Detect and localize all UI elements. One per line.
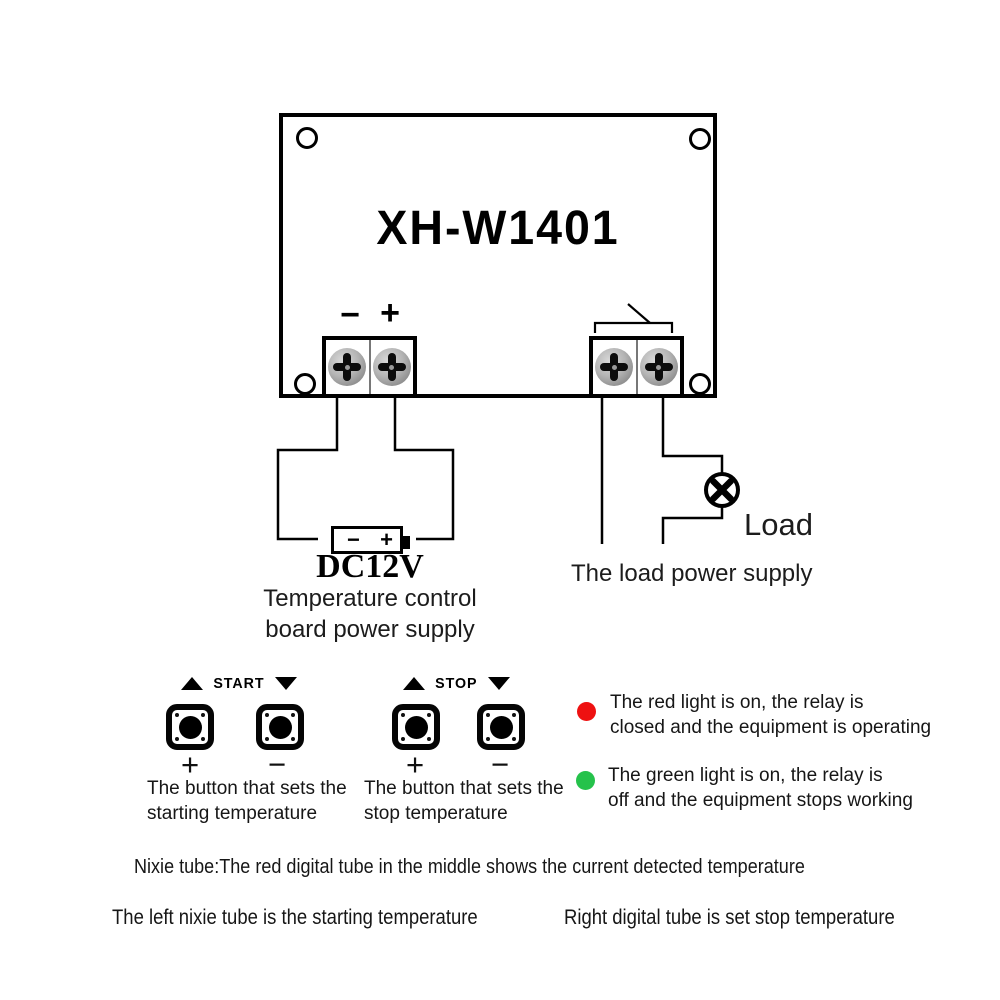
load-wire-right-upper (661, 394, 724, 474)
red-light-icon (577, 702, 596, 721)
power-caption-line1: Temperature control (263, 585, 477, 612)
load-symbol-x (709, 477, 735, 503)
terminal-negative-label: − (340, 296, 360, 334)
board-title: XH-W1401 (376, 202, 620, 255)
right-tube-note: Right digital tube is set stop temperatu… (564, 906, 895, 929)
load-wire-right-lower (661, 506, 724, 544)
relay-terminal-block (589, 336, 684, 398)
terminal-screw (639, 348, 678, 386)
down-triangle-icon (274, 677, 297, 690)
battery-symbol: − + (331, 526, 410, 554)
terminal-positive-label: + (380, 294, 400, 332)
mounting-hole-top-right (689, 128, 711, 150)
up-triangle-icon (181, 677, 203, 690)
control-board: XH-W1401 − + (279, 113, 717, 398)
relay-switch-blade (627, 303, 651, 324)
terminal-screw (595, 348, 634, 386)
power-wire-positive (393, 394, 455, 541)
down-triangle-icon (487, 677, 510, 690)
load-label: Load (744, 507, 813, 542)
mounting-hole-bottom-left (294, 373, 316, 395)
battery-positive-label: + (380, 527, 393, 552)
power-wire-negative (276, 394, 339, 541)
power-terminal-block (322, 336, 417, 398)
start-minus-button (256, 704, 304, 750)
terminal-screw (328, 348, 367, 386)
green-light-description: The green light is on, the relay is off … (608, 765, 913, 811)
red-light-description: The red light is on, the relay is closed… (610, 692, 932, 738)
stop-minus-label: − (490, 747, 510, 782)
stop-caption: The button that sets the stop temperatur… (364, 778, 564, 824)
left-tube-note: The left nixie tube is the starting temp… (112, 906, 478, 929)
battery-negative-label: − (347, 527, 360, 552)
start-label: START (213, 675, 265, 692)
stop-plus-label: + (405, 747, 425, 782)
nixie-tube-note: Nixie tube:The red digital tube in the m… (134, 855, 805, 878)
stop-header: STOP (403, 675, 510, 692)
terminal-screw (372, 348, 411, 386)
mounting-hole-top-left (296, 127, 318, 149)
stop-label: STOP (435, 675, 478, 692)
battery-terminal-nub (400, 536, 410, 549)
power-caption-line2: board power supply (265, 616, 475, 643)
start-minus-label: − (267, 747, 287, 782)
mounting-hole-bottom-right (689, 373, 711, 395)
stop-minus-button (477, 704, 525, 750)
green-light-icon (576, 771, 595, 790)
start-plus-button (166, 704, 214, 750)
voltage-label: DC12V (316, 548, 424, 585)
start-header: START (181, 675, 297, 692)
relay-switch-icon (593, 321, 674, 333)
start-caption: The button that sets the starting temper… (147, 778, 347, 824)
stop-plus-button (392, 704, 440, 750)
load-caption: The load power supply (571, 560, 813, 587)
start-plus-label: + (180, 747, 200, 782)
up-triangle-icon (403, 677, 425, 690)
